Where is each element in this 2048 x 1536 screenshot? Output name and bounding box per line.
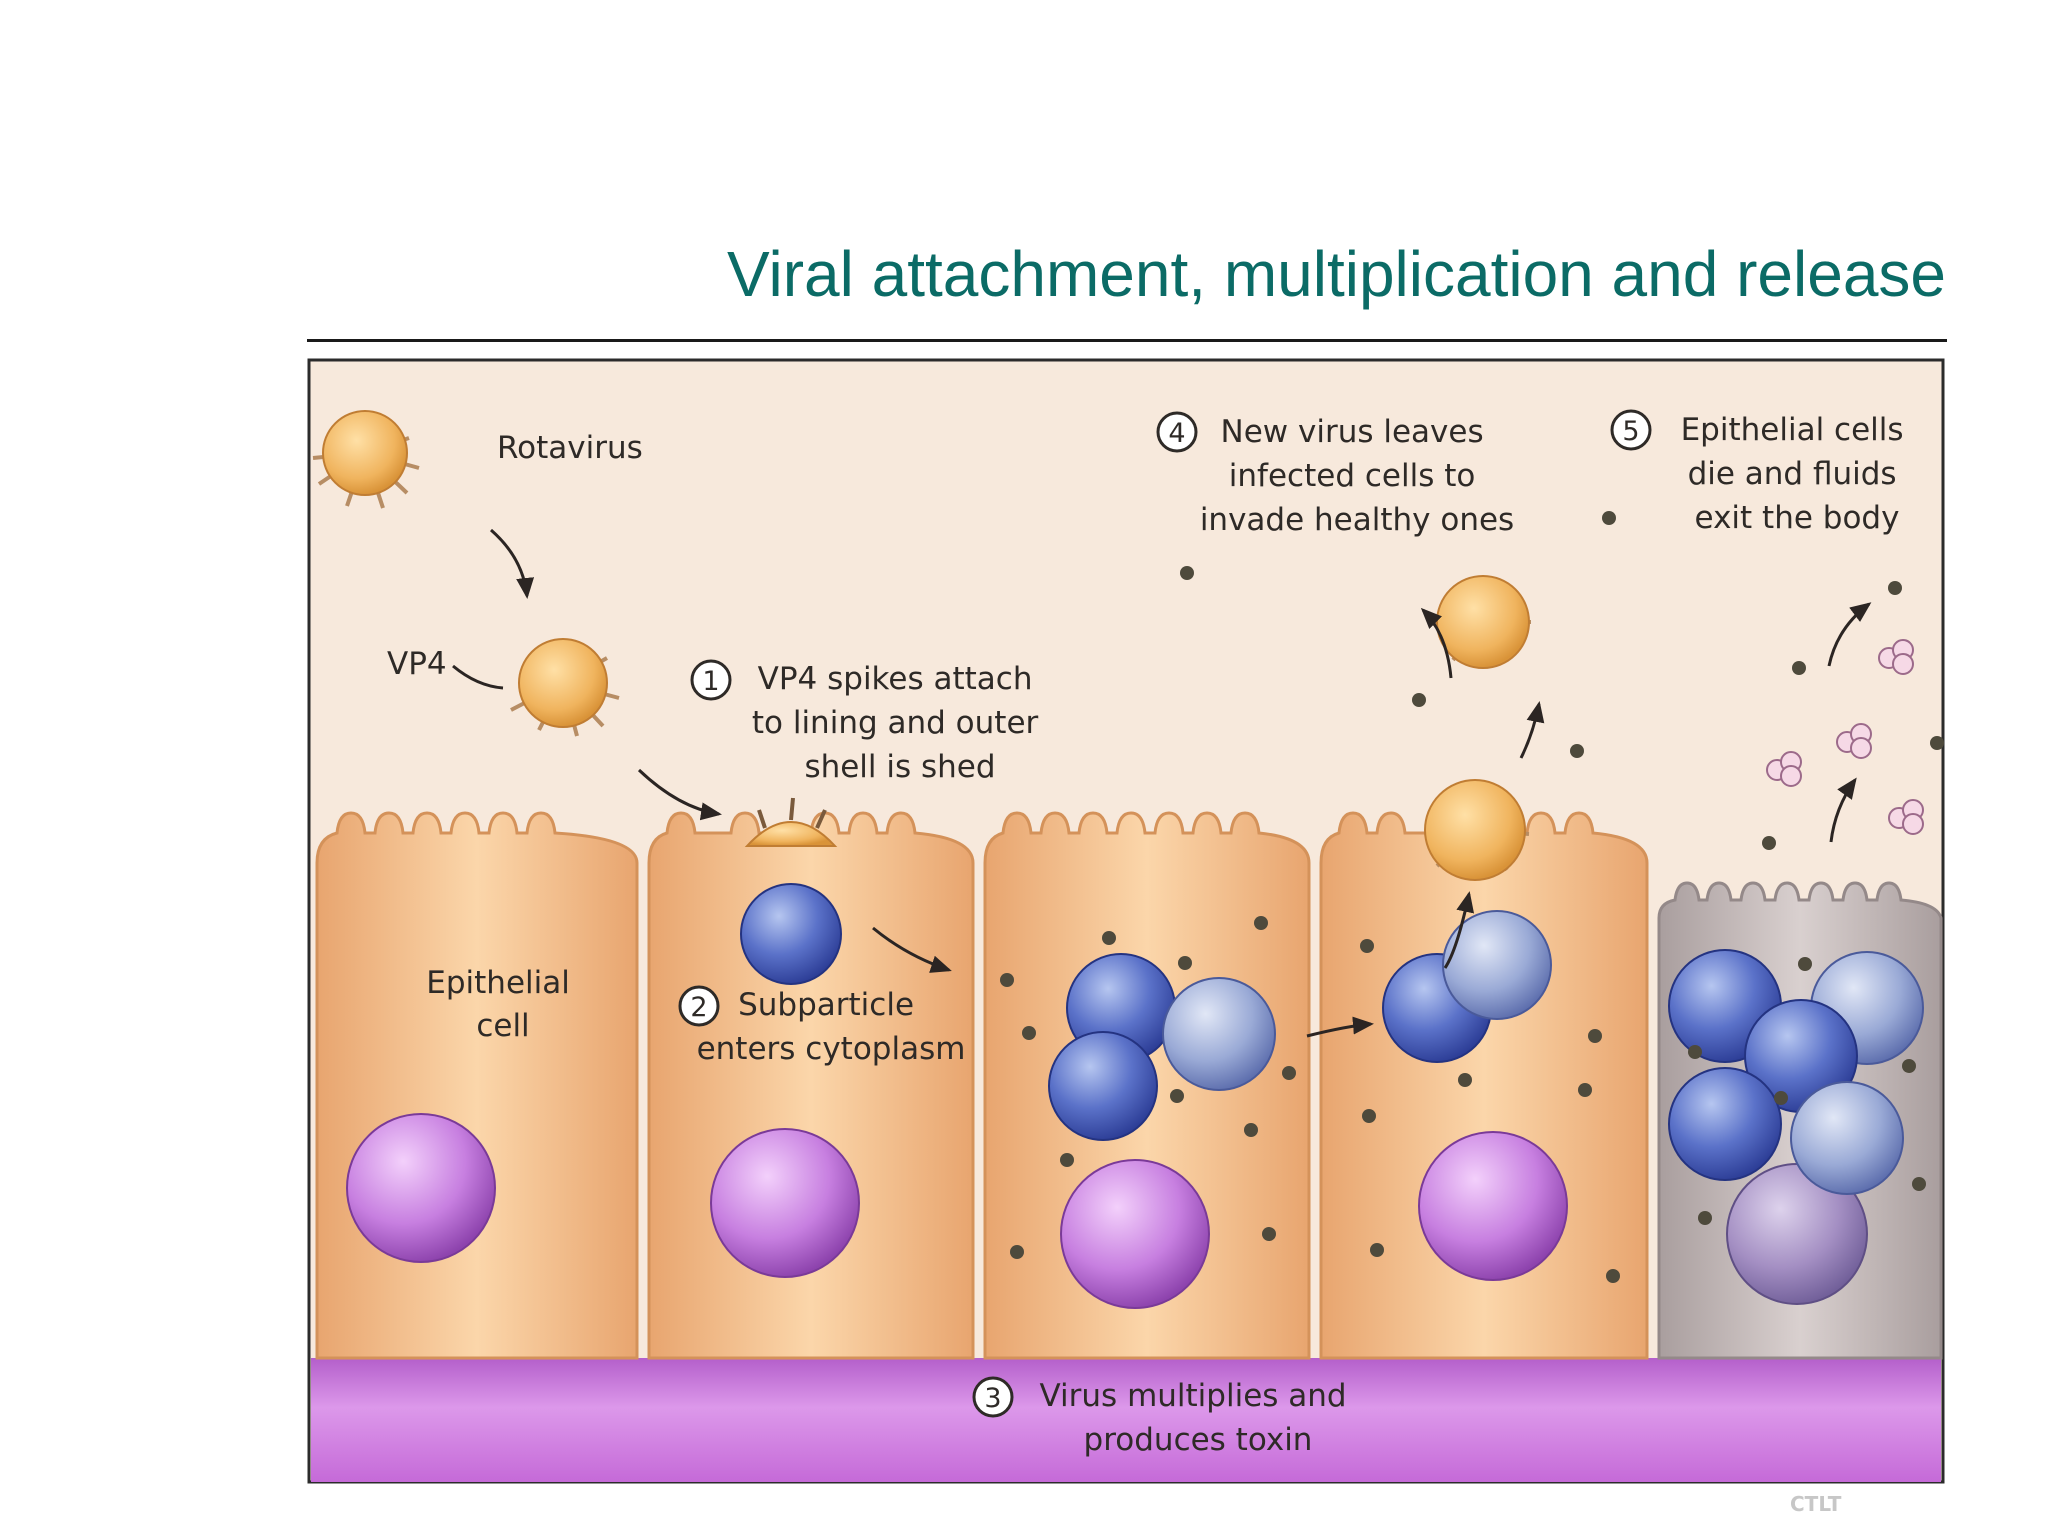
arrow-attach [637, 768, 722, 821]
svg-text:1: 1 [702, 666, 719, 697]
process-arrows [452, 528, 1872, 1038]
label-vp4: VP4 [387, 646, 447, 682]
svg-text:VP4 spikes attach to lin: VP4 spikes attach to lining and outer sh… [752, 661, 1048, 785]
rotavirus-particle-released-2 [1424, 779, 1530, 881]
arrow-exit-1 [1827, 602, 1872, 667]
arrow-invade [1420, 607, 1453, 679]
arrow-enter [872, 926, 952, 973]
image-credit: CTLT [1790, 1492, 1842, 1516]
rotavirus-particle-released-1 [1432, 575, 1531, 669]
arrow-bud [1443, 891, 1475, 969]
epithelial-cell-1 [315, 811, 639, 1360]
slide-title: Viral attachment, multiplication and rel… [726, 238, 1946, 310]
rotavirus-diagram: Rotavirus VP4 Epithelial cell 1 VP4 spik… [307, 358, 1945, 1484]
rotavirus-particles [312, 410, 1531, 881]
step-2: 2 Subparticle enters cytoplasm [678, 985, 966, 1067]
nucleus-4 [1418, 1131, 1568, 1281]
label-epithelial-cell: Epithelial cell [426, 965, 579, 1044]
svg-text:3: 3 [984, 1383, 1001, 1414]
subparticles [740, 883, 1924, 1195]
step-2-badge [678, 985, 720, 1027]
svg-text:5: 5 [1622, 416, 1639, 447]
step-4: 4 New virus leaves infected cells to inv… [1156, 411, 1514, 538]
svg-text:Subparticle enters cytop: Subparticle enters cytoplasm [697, 987, 966, 1067]
svg-text:4: 4 [1168, 418, 1185, 449]
lamina-layer [311, 1358, 1941, 1482]
exiting-cell-fragments [1766, 639, 1924, 835]
nucleus-2 [710, 1128, 860, 1278]
toxin-particles [1000, 511, 1944, 1283]
arrow-exit-2 [1829, 777, 1857, 843]
step-5-badge [1610, 409, 1652, 451]
step-1: 1 VP4 spikes attach to lining and outer … [690, 659, 1048, 785]
nucleus-3 [1060, 1159, 1210, 1309]
svg-text:New virus leaves infecte: New virus leaves infected cells to invad… [1200, 414, 1514, 538]
rotavirus-particle-1 [312, 410, 420, 509]
svg-text:Virus multiplies and pro: Virus multiplies and produces toxin [1040, 1378, 1357, 1458]
svg-text:Epithelial cells die and: Epithelial cells die and fluids exit the… [1681, 412, 1914, 536]
arrow-spread [1306, 1016, 1374, 1038]
svg-text:2: 2 [690, 992, 707, 1023]
arrow-release [1519, 701, 1545, 759]
step-3-badge [972, 1376, 1014, 1418]
step-1-badge [690, 659, 732, 701]
step-3: 3 Virus multiplies and produces toxin [972, 1376, 1357, 1458]
arrow-vp4 [452, 664, 504, 690]
step-4-badge [1156, 411, 1198, 453]
rotavirus-particle-2 [510, 638, 620, 737]
label-rotavirus: Rotavirus [497, 430, 643, 466]
title-rule [307, 339, 1947, 342]
step-5: 5 Epithelial cells die and fluids exit t… [1610, 409, 1914, 536]
rotavirus-particle-attaching [744, 797, 838, 847]
arrow-approach [490, 528, 535, 599]
nucleus-1 [346, 1113, 496, 1263]
